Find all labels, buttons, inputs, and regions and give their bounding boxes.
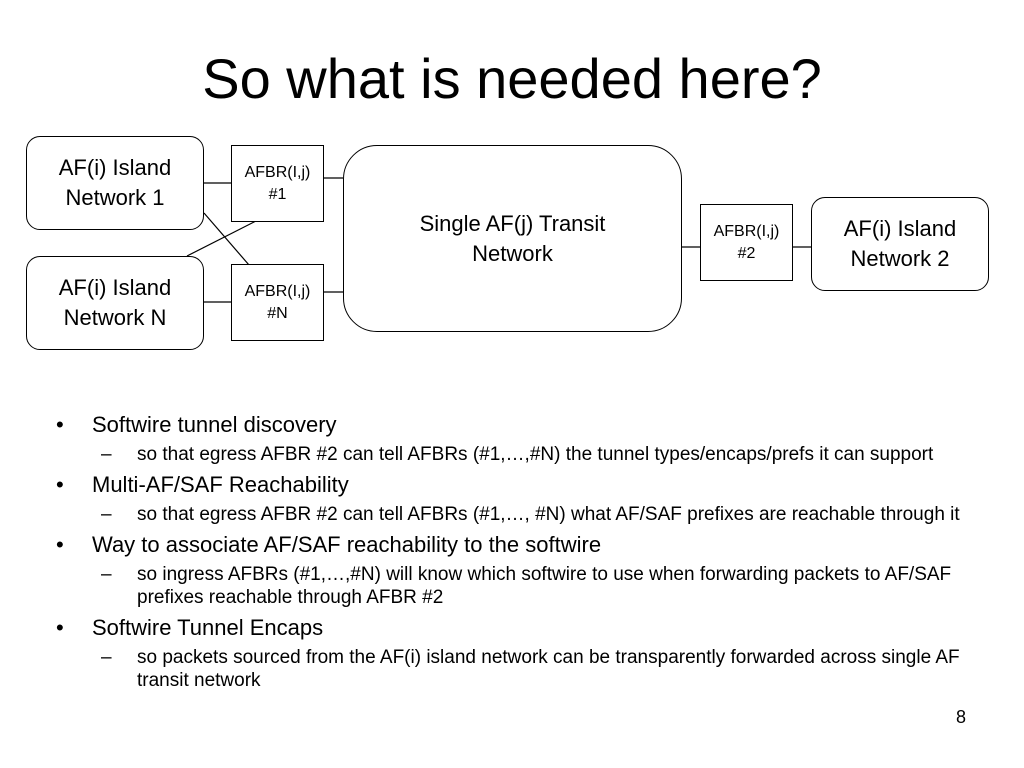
bullet-item: • Multi-AF/SAF Reachability	[0, 470, 1024, 500]
connector-islandn-afbr1	[186, 220, 257, 257]
slide-title: So what is needed here?	[202, 47, 822, 110]
bullet-item: • Softwire Tunnel Encaps	[0, 613, 1024, 643]
bullet-marker: •	[56, 472, 64, 497]
afbr-1-label: AFBR(I,j) #1	[244, 163, 311, 203]
island-network-1-label: AF(i) Island Network 1	[58, 155, 172, 210]
afbr-1: AFBR(I,j) #1	[231, 145, 324, 222]
sub-bullet-item: – so ingress AFBRs (#1,…,#N) will know w…	[0, 563, 1024, 609]
bullet-item: • Way to associate AF/SAF reachability t…	[0, 530, 1024, 560]
bullet-list: • Softwire tunnel discovery – so that eg…	[0, 406, 1024, 692]
afbr-n-label: AFBR(I,j) #N	[244, 282, 311, 322]
sub-bullet-text: so ingress AFBRs (#1,…,#N) will know whi…	[137, 564, 952, 608]
sub-bullet-item: – so that egress AFBR #2 can tell AFBRs …	[0, 503, 1024, 526]
page-number: 8	[955, 707, 966, 727]
sub-bullet-marker: –	[101, 504, 112, 525]
island-network-n-label: AF(i) Island Network N	[58, 275, 172, 330]
transit-network: Single AF(j) Transit Network	[343, 145, 682, 332]
bullet-marker: •	[56, 412, 64, 437]
bullet-item: • Softwire tunnel discovery	[0, 410, 1024, 440]
sub-bullet-item: – so packets sourced from the AF(i) isla…	[0, 646, 1024, 692]
bullet-marker: •	[56, 615, 64, 640]
sub-bullet-text: so packets sourced from the AF(i) island…	[137, 647, 960, 691]
sub-bullet-marker: –	[101, 444, 112, 465]
bullet-marker: •	[56, 532, 64, 557]
bullet-text: Softwire tunnel discovery	[92, 412, 337, 437]
bullet-text: Softwire Tunnel Encaps	[92, 615, 324, 640]
afbr-n: AFBR(I,j) #N	[231, 264, 324, 341]
bullet-text: Multi-AF/SAF Reachability	[92, 472, 349, 497]
island-network-2: AF(i) Island Network 2	[811, 197, 989, 291]
sub-bullet-text: so that egress AFBR #2 can tell AFBRs (#…	[137, 444, 934, 465]
connector-island1-afbrn	[203, 212, 250, 266]
island-network-1: AF(i) Island Network 1	[26, 136, 204, 230]
transit-network-label: Single AF(j) Transit Network	[419, 210, 606, 266]
bullet-text: Way to associate AF/SAF reachability to …	[92, 532, 602, 557]
afbr-2: AFBR(I,j) #2	[700, 204, 793, 281]
sub-bullet-marker: –	[101, 564, 112, 585]
sub-bullet-item: – so that egress AFBR #2 can tell AFBRs …	[0, 443, 1024, 466]
sub-bullet-text: so that egress AFBR #2 can tell AFBRs (#…	[137, 504, 960, 525]
island-network-n: AF(i) Island Network N	[26, 256, 204, 350]
afbr-2-label: AFBR(I,j) #2	[713, 222, 780, 262]
island-network-2-label: AF(i) Island Network 2	[843, 216, 957, 271]
sub-bullet-marker: –	[101, 647, 112, 668]
